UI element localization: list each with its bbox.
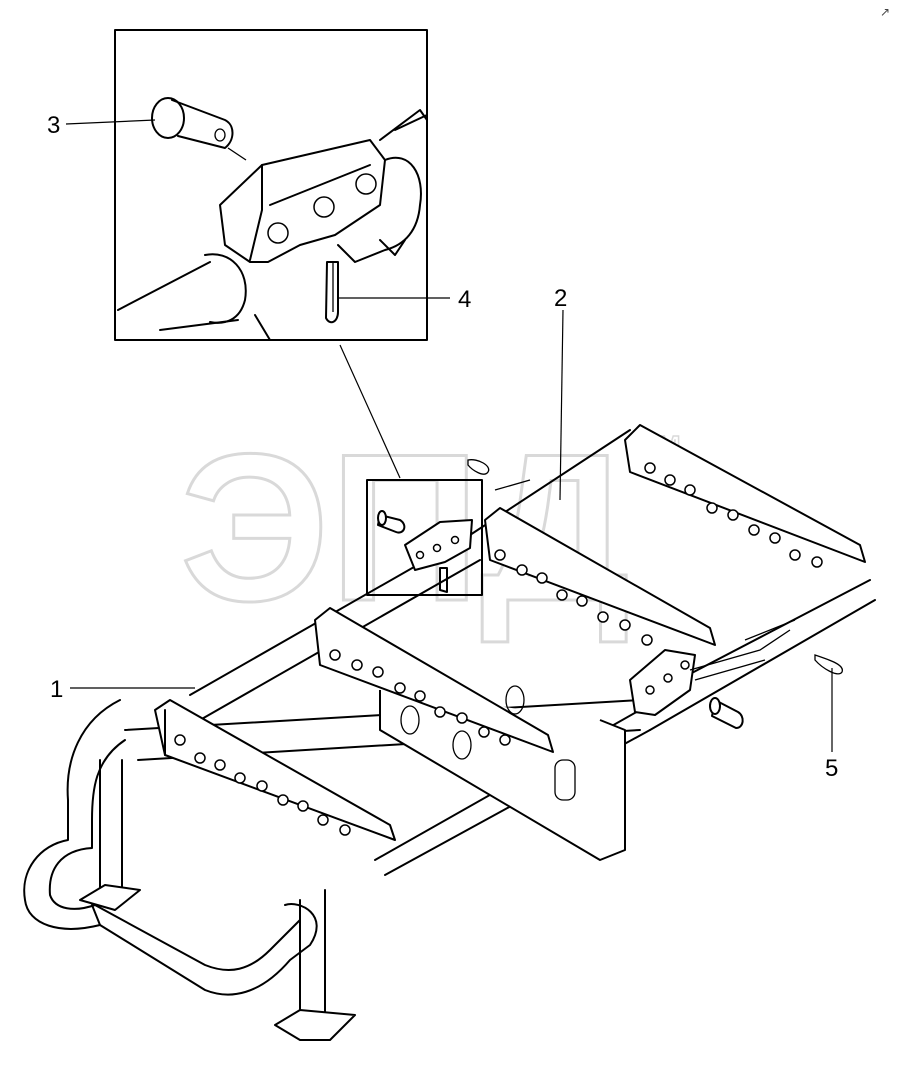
step-4 xyxy=(624,424,866,568)
callout-1: 1 xyxy=(50,676,63,703)
callout-2: 2 xyxy=(554,285,567,312)
corner-mark: ↗ xyxy=(880,5,890,19)
detail-leader xyxy=(339,344,401,479)
leader-lines xyxy=(65,119,833,752)
leader-3 xyxy=(65,119,156,125)
detail-inset xyxy=(114,29,428,341)
step-2 xyxy=(314,607,554,753)
foot-plate-front xyxy=(274,1009,356,1041)
back-plate xyxy=(379,690,626,861)
leader-2 xyxy=(559,309,564,501)
callout-4: 4 xyxy=(458,286,471,313)
cotter-pin-detail xyxy=(325,261,339,324)
callout-3: 3 xyxy=(47,112,60,139)
hinge-bracket xyxy=(629,649,696,716)
foot-plate-left xyxy=(79,884,141,911)
step-3 xyxy=(484,507,716,646)
callout-labels: 3 4 2 1 5 xyxy=(47,112,838,782)
bracket-plate xyxy=(219,139,386,263)
ladder-assembly xyxy=(23,424,876,1041)
step-1 xyxy=(154,699,396,841)
detail-reference-box xyxy=(366,479,483,596)
r-clip xyxy=(814,654,843,675)
pin-detail xyxy=(151,97,247,161)
callout-5: 5 xyxy=(825,755,838,782)
